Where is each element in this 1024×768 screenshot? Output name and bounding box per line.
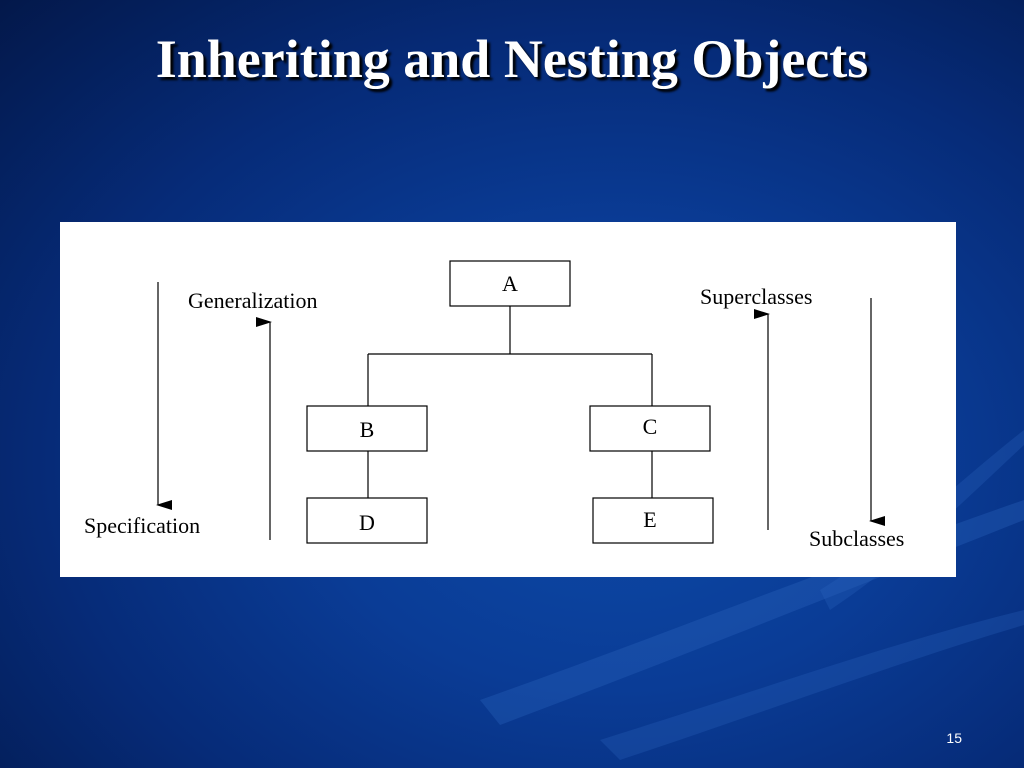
- node-d-label: D: [359, 510, 375, 535]
- diagram-panel: A B C D E Generalization Specificatio: [60, 222, 956, 577]
- specification-label: Specification: [84, 513, 200, 538]
- superclasses-label: Superclasses: [700, 284, 812, 309]
- generalization-label: Generalization: [188, 288, 318, 313]
- node-b-label: B: [360, 417, 375, 442]
- page-number: 15: [946, 730, 962, 746]
- node-c: C: [589, 405, 711, 452]
- node-d: D: [306, 497, 428, 544]
- node-b: B: [306, 405, 428, 452]
- node-a-label: A: [502, 271, 518, 296]
- class-hierarchy-diagram: A B C D E Generalization Specificatio: [84, 260, 904, 551]
- node-c-label: C: [643, 414, 658, 439]
- node-a: A: [449, 260, 571, 307]
- subclasses-label: Subclasses: [809, 526, 904, 551]
- tree-connectors: [367, 306, 653, 498]
- node-e-label: E: [643, 507, 656, 532]
- slide-title: Inheriting and Nesting Objects: [155, 29, 869, 89]
- node-e: E: [592, 497, 714, 544]
